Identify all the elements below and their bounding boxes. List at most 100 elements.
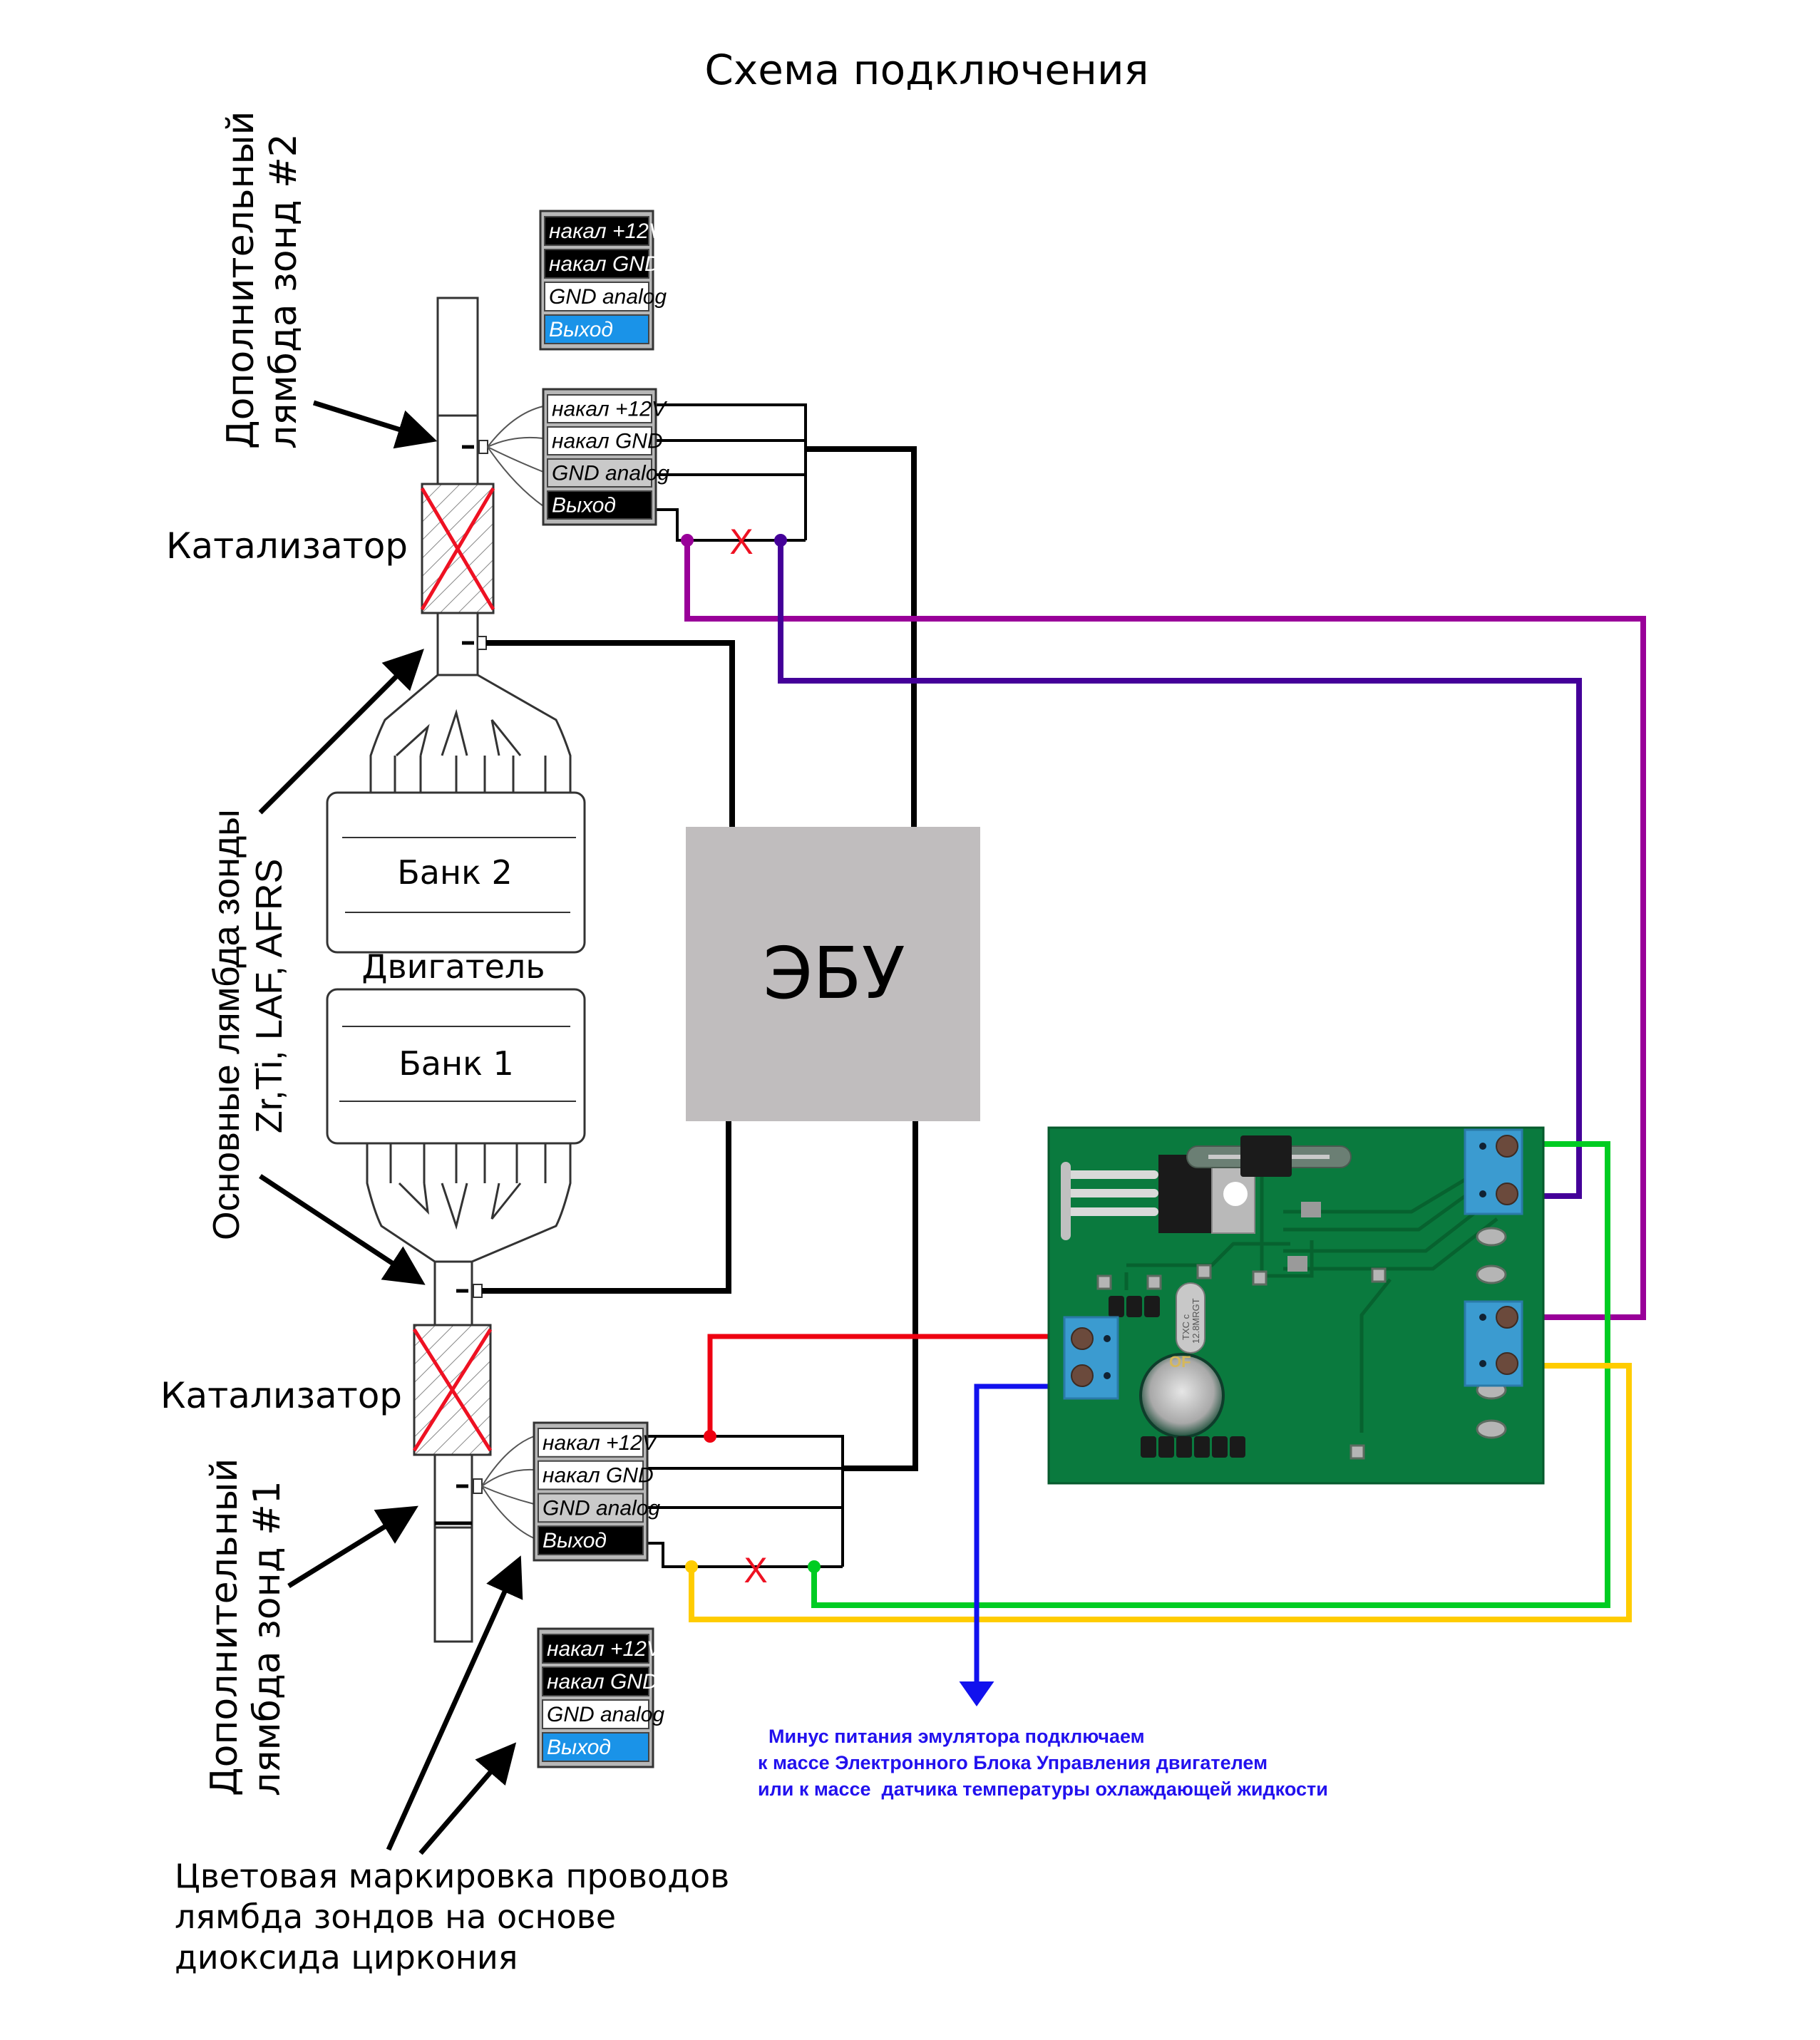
lower-legend-pin-cell: [542, 1699, 649, 1729]
arrow-aux-sensor-2: [312, 400, 438, 449]
main-sensor-upper-stub: [477, 636, 487, 650]
arrow-main-sensor-lower: [259, 1174, 426, 1285]
wire-sensor2-ecu-indigo: [778, 540, 1582, 1199]
main-sensor-wires: [482, 640, 735, 1294]
ground-note: Минус питания эмулятора подключаем к мас…: [758, 1726, 1328, 1800]
wire-color-caption: Цветовая маркировка проводов лямбда зонд…: [175, 1857, 729, 1977]
ecu-box: [686, 827, 980, 1121]
wire-color-caption-line2: лямбда зондов на основе: [175, 1897, 616, 1936]
smd-component: [1301, 1202, 1321, 1217]
lower-exhaust-manifold: [366, 1142, 572, 1263]
bank-2-label: Банк 2: [397, 853, 513, 892]
aux-sensor-2-leads: [487, 406, 544, 507]
upper-connector-pin-label: Выход: [552, 493, 616, 517]
main-sensors-label-line1: Основные лямбда зонды: [206, 809, 247, 1240]
crystal-oscillator: TXC c 12.8MRGT: [1176, 1282, 1205, 1354]
terminal-block-sensor2: [1464, 1128, 1523, 1215]
lower-connector-pin-label: Выход: [543, 1529, 607, 1552]
upper-connector-pin-label: GND analog: [552, 461, 669, 485]
upper-legend-pin-label: Выход: [549, 318, 613, 341]
aux-sensor-2-stub: [478, 440, 488, 454]
arrow-caption-connector: [386, 1555, 523, 1851]
upper-connector-pin-label: накал +12V: [552, 397, 668, 421]
electrolytic-capacitor: OF: [1139, 1353, 1225, 1438]
upper-connector-wires: [656, 403, 807, 542]
ground-note-line2: к массе Электронного Блока Управления дв…: [758, 1752, 1268, 1773]
upper-exhaust-manifold: [369, 674, 572, 794]
lower-connector-wires: [647, 1435, 844, 1568]
junction-red: [704, 1430, 716, 1443]
crystal-label-line2: 12.8MRGT: [1191, 1298, 1201, 1344]
upper-connector-pin-cell: [547, 458, 652, 488]
junction-yellow: [685, 1560, 698, 1573]
engine-label: Двигатель: [362, 947, 545, 986]
upper-connector-pin-cell: [547, 394, 652, 423]
wire-power-minus-blue: [959, 1384, 1073, 1706]
aux-sensor-1-label-line1: Дополнительный: [203, 1458, 246, 1796]
emulator-pcb: TXC c 12.8MRGT OF: [1047, 1126, 1545, 1485]
terminal-block-power: [1063, 1316, 1119, 1400]
junction-green: [808, 1560, 821, 1573]
terminal-block-sensor1: [1464, 1300, 1523, 1387]
arrow-main-sensor-upper: [258, 649, 424, 815]
lower-legend-pin-label: GND analog: [547, 1703, 664, 1726]
aux-sensor-2-label-line1: Дополнительный: [220, 111, 262, 449]
lower-connector-pin-label: накал GND: [543, 1464, 654, 1488]
arrow-aux-sensor-1: [287, 1505, 418, 1588]
upper-legend-pin-label: GND analog: [549, 285, 667, 309]
diode: [1186, 1135, 1352, 1177]
upper-legend-pin-cell: [544, 282, 649, 311]
pcb-pads: [1096, 1227, 1507, 1460]
upper-connector-pin-cell: [547, 426, 652, 455]
pin-header-6: [1141, 1436, 1245, 1458]
wire-color-caption-line3: диоксида циркония: [175, 1938, 518, 1977]
junction-indigo: [774, 534, 787, 547]
pin-header-3: [1109, 1296, 1160, 1317]
lower-catalyst-cross-icon: [412, 1328, 493, 1452]
upper-legend-pin-label: накал +12V: [549, 220, 665, 243]
aux-sensor-1-stub: [473, 1478, 483, 1494]
main-sensors-label-line2: Zr,Ti, LAF, AFRS: [249, 859, 290, 1133]
lower-legend-pin-label: Выход: [547, 1736, 611, 1759]
lower-connector-pin-cell: [538, 1493, 644, 1523]
lower-catalyst-label: Катализатор: [160, 1375, 402, 1416]
ecu-heater-gnd-bus-lower: [843, 1121, 918, 1471]
upper-exhaust-pipe: [436, 297, 479, 677]
lower-legend-pin-cell: [542, 1634, 649, 1664]
upper-legend-pin-cell: [544, 249, 649, 279]
ground-note-line1: Минус питания эмулятора подключаем: [758, 1726, 1145, 1747]
wire-power-plus-red: [707, 1334, 1073, 1436]
main-sensor-lower-stub: [473, 1284, 483, 1298]
aux-sensor-2-label-line2: лямбда зонд #2: [262, 133, 305, 449]
aux-sensor-1-label: Дополнительный лямбда зонд #1: [203, 1458, 289, 1796]
lower-connector-pin-label: накал +12V: [543, 1431, 659, 1455]
ecu-heater-gnd-bus-upper: [806, 446, 917, 827]
wire-color-caption-line1: Цветовая маркировка проводов: [175, 1857, 729, 1895]
lower-connector-pin-cell: [538, 1460, 644, 1490]
upper-cut-mark: X: [729, 522, 753, 562]
upper-connector-pin-cell: [547, 490, 652, 520]
smd-component: [1287, 1256, 1307, 1272]
upper-legend-pin-cell: [544, 216, 649, 246]
diagram-title: Схема подключения: [704, 46, 1148, 94]
lower-legend-pin-label: накал +12V: [547, 1637, 663, 1661]
lower-legend-pin-cell: [542, 1666, 649, 1696]
wire-sensor1-signal-yellow: [689, 1363, 1632, 1622]
lower-cut-mark: X: [744, 1550, 767, 1590]
bank-2: Банк 2: [326, 791, 586, 954]
ecu-label: ЭБУ: [763, 932, 905, 1015]
upper-catalyst-cross-icon: [420, 487, 495, 611]
wire-sensor2-signal-purple: [684, 540, 1646, 1320]
wire-sensor1-ecu-green: [811, 1141, 1610, 1608]
aux-sensor-1-leads: [481, 1436, 535, 1539]
arrow-caption-legend: [418, 1742, 517, 1855]
aux-sensor-2-label: Дополнительный лямбда зонд #2: [220, 111, 305, 449]
junction-purple: [681, 534, 694, 547]
lower-connector-pin-cell: [538, 1428, 644, 1458]
upper-legend-pin-label: накал GND: [549, 252, 660, 276]
capacitor-mark: OF: [1169, 1353, 1191, 1371]
